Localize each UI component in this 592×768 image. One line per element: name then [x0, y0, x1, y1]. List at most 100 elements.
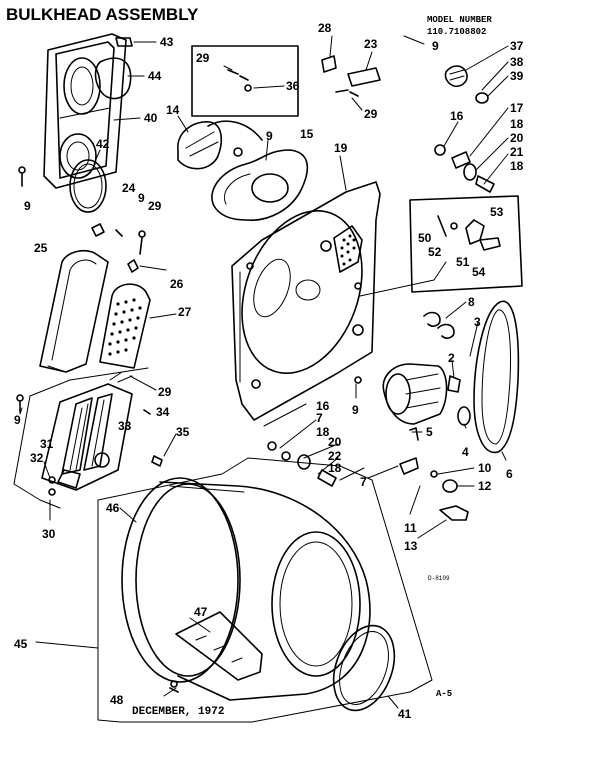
leader-lines	[19, 35, 509, 709]
callout-label: 19	[334, 141, 348, 155]
callout-label: 29	[158, 385, 172, 399]
callout-label: 6	[506, 467, 513, 481]
callout-label: 43	[160, 35, 174, 49]
small-parts-16-22-left	[267, 376, 362, 487]
clip-part-43	[115, 37, 133, 47]
callout-label: 41	[398, 707, 412, 721]
callout-label: 23	[364, 37, 378, 51]
callout-label: 32	[30, 451, 44, 465]
callout-label: 35	[176, 425, 190, 439]
callout-label: 7	[360, 475, 367, 489]
callout-label: 42	[96, 137, 110, 151]
callout-label: 29	[364, 107, 378, 121]
drum-region-outline-45	[97, 457, 433, 723]
callout-label: 13	[404, 539, 418, 553]
model-number-value: 110.7108802	[427, 27, 486, 37]
drive-belt-part-6	[473, 300, 520, 454]
callout-label: 39	[510, 69, 524, 83]
callout-label: 18	[510, 159, 524, 173]
model-number-label: MODEL NUMBER	[427, 15, 492, 25]
callout-label: 45	[14, 637, 28, 651]
callout-label: 5	[426, 425, 433, 439]
callout-label: 38	[510, 55, 524, 69]
page-reference: A-5	[436, 689, 452, 699]
callout-label: 29	[148, 199, 162, 213]
callout-label: 46	[106, 501, 120, 515]
callout-label: 22	[328, 449, 342, 463]
callout-label: 24	[122, 181, 136, 195]
callout-label: 9	[14, 413, 21, 427]
blower-wheel-part-14	[177, 120, 263, 170]
bulkhead-part-19	[231, 181, 381, 421]
callout-label: 40	[144, 111, 158, 125]
small-parts-24-29-26	[91, 223, 146, 273]
callout-label: 21	[510, 145, 524, 159]
revision-date: DECEMBER, 1972	[132, 706, 224, 718]
drawing-code: D-8109	[428, 575, 450, 582]
callout-label: 47	[194, 605, 208, 619]
rear-panel-part-40	[43, 33, 127, 189]
callout-label: 9	[266, 129, 273, 143]
callout-label: 9	[352, 403, 359, 417]
parts-28-23-29	[321, 55, 381, 97]
callout-label: 29	[196, 51, 210, 65]
filter-housing-part-33	[41, 371, 133, 491]
callout-label: 7	[316, 411, 323, 425]
callout-label: 3	[474, 315, 481, 329]
idler-inset-box	[409, 195, 523, 293]
callout-label: 31	[40, 437, 54, 451]
gasket-part-44	[94, 57, 132, 100]
callout-label: 16	[316, 399, 330, 413]
screw-part-48	[169, 680, 179, 693]
callout-label: 10	[478, 461, 492, 475]
callout-label: 16	[450, 109, 464, 123]
callout-numbers: 43 44 40 42 9 24 9 29 25 26 27 14 9 15 2…	[14, 21, 524, 721]
callout-label: 18	[510, 117, 524, 131]
callout-label: 36	[286, 79, 300, 93]
callout-label: 20	[328, 435, 342, 449]
callout-label: 27	[178, 305, 192, 319]
callout-label: 52	[428, 245, 442, 259]
callout-label: 8	[468, 295, 475, 309]
callout-label: 48	[110, 693, 124, 707]
callout-label: 9	[432, 39, 439, 53]
callout-label: 20	[510, 131, 524, 145]
callout-label: 54	[472, 265, 486, 279]
lint-screen-part-27	[99, 283, 151, 369]
blower-housing-part-15	[211, 147, 309, 221]
diagram-title: BULKHEAD ASSEMBLY	[6, 5, 199, 24]
small-parts-5-7-10-13	[399, 427, 469, 521]
callout-label: 9	[138, 191, 145, 205]
bracket-outline-30	[13, 367, 149, 509]
callout-label: 50	[418, 231, 432, 245]
callout-label: 2	[448, 351, 455, 365]
drum-part-46	[121, 477, 371, 701]
callout-label: 53	[490, 205, 504, 219]
callout-label: 4	[462, 445, 469, 459]
duct-part-25	[39, 249, 109, 373]
small-parts-31-32-34-35	[16, 394, 163, 496]
callout-label: 11	[404, 521, 417, 535]
ring-part-42	[69, 159, 107, 213]
callout-label: 9	[24, 199, 31, 213]
callout-label: 18	[316, 425, 330, 439]
roller-parts-16-21	[434, 144, 495, 193]
callout-label: 25	[34, 241, 48, 255]
callout-label: 26	[170, 277, 184, 291]
callout-label: 30	[42, 527, 56, 541]
callout-label: 34	[156, 405, 170, 419]
pulley-parts-37-39	[444, 65, 489, 104]
callout-label: 18	[328, 461, 342, 475]
callout-label: 17	[510, 101, 524, 115]
motor-part	[382, 363, 471, 426]
callout-label: 28	[318, 21, 332, 35]
screw-part-9-left	[18, 166, 26, 187]
callout-label: 14	[166, 103, 180, 117]
callout-label: 44	[148, 69, 162, 83]
callout-label: 33	[118, 419, 132, 433]
bracket-parts-8	[423, 311, 455, 339]
inset-box	[191, 45, 299, 117]
callout-label: 51	[456, 255, 470, 269]
callout-label: 12	[478, 479, 492, 493]
